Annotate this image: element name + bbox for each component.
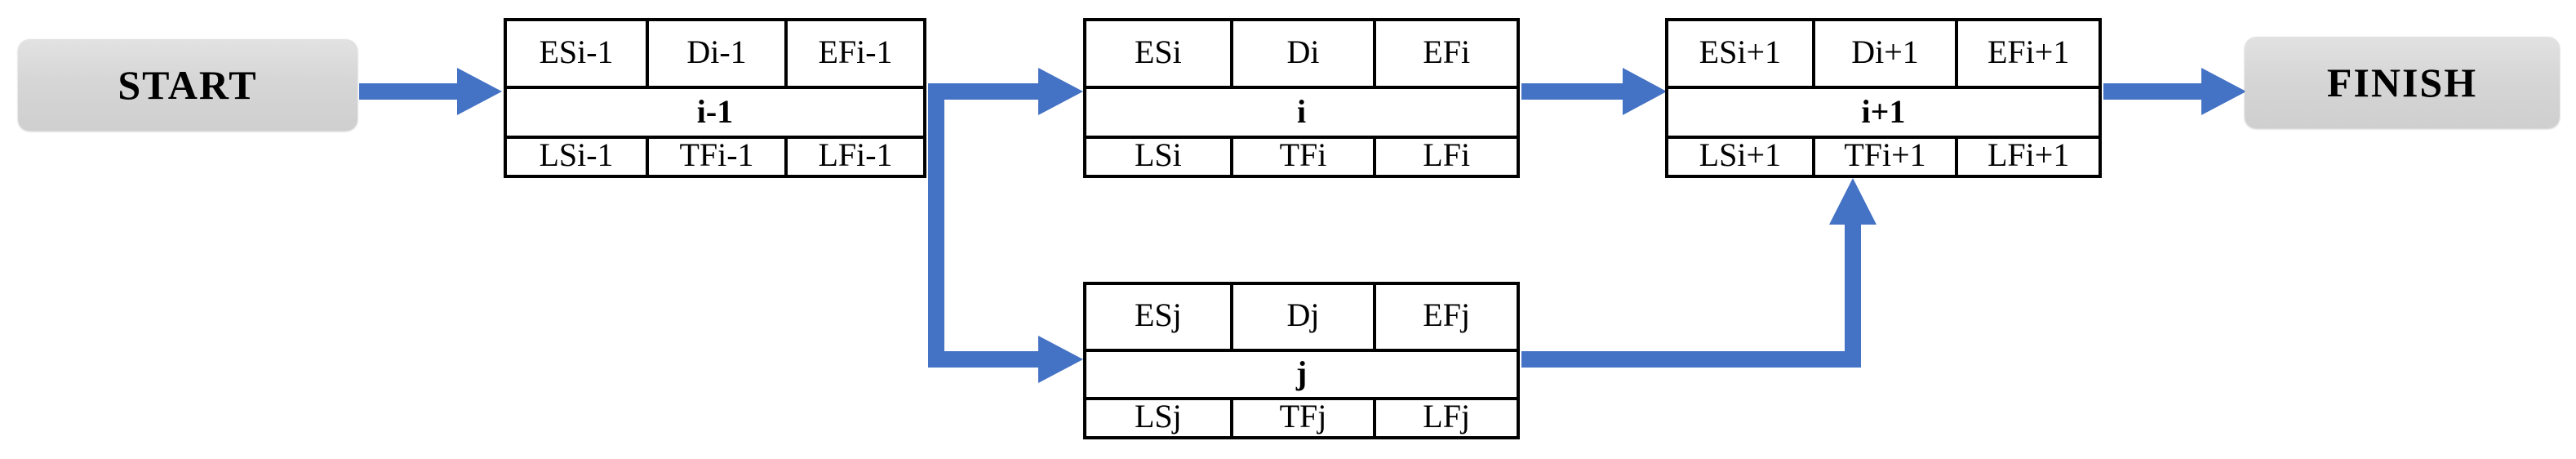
early-finish-cell: EFi+1 — [1955, 21, 2099, 87]
duration-cell: Dj — [1229, 285, 1374, 349]
early-start-cell: ESi+1 — [1699, 33, 1782, 70]
node-top-row: ESi-1 Di-1 EFi-1 — [507, 21, 923, 90]
activity-name-cell: j — [1295, 354, 1308, 392]
node-name-row: i+1 — [1668, 89, 2099, 139]
late-finish-cell: LFj — [1373, 400, 1517, 436]
node-name-row: i-1 — [507, 89, 923, 139]
node-name-row: i — [1086, 89, 1517, 139]
total-float-cell: TFi-1 — [646, 139, 784, 175]
arrow-i-to-i+1 — [1521, 68, 1667, 115]
arrow-j-to-i+1 — [1521, 178, 1876, 368]
start-label: START — [118, 62, 258, 108]
node-top-row: ESi Di EFi — [1086, 21, 1517, 90]
activity-name-cell: i+1 — [1861, 92, 1906, 130]
late-start-cell: LSj — [1134, 398, 1182, 434]
node-name-row: j — [1086, 352, 1517, 400]
node-top-row: ESj Dj EFj — [1086, 285, 1517, 352]
early-start-cell: ESi-1 — [539, 33, 614, 70]
node-top-row: ESi+1 Di+1 EFi+1 — [1668, 21, 2099, 90]
node-bottom-row: LSi TFi LFi — [1086, 139, 1517, 175]
activity-name-cell: i-1 — [696, 92, 734, 130]
duration-cell: Di+1 — [1811, 21, 1956, 87]
early-finish-cell: EFj — [1373, 285, 1517, 349]
late-finish-cell: LFi-1 — [784, 139, 923, 175]
activity-node-i-minus-1[interactable]: ESi-1 Di-1 EFi-1 i-1 LSi-1 TFi-1 LFi-1 — [504, 18, 926, 178]
activity-node-i[interactable]: ESi Di EFi i LSi TFi LFi — [1083, 18, 1520, 178]
node-bottom-row: LSj TFj LFj — [1086, 400, 1517, 436]
arrow-i+1-to-finish — [2103, 68, 2246, 115]
activity-name-cell: i — [1296, 92, 1307, 130]
total-float-cell: TFi — [1229, 139, 1374, 175]
early-finish-cell: EFi-1 — [784, 21, 923, 87]
total-float-cell: TFi+1 — [1811, 139, 1956, 175]
late-finish-cell: LFi+1 — [1955, 139, 2099, 175]
arrow-i-1-split-to-i-and-j — [928, 68, 1083, 383]
duration-cell: Di-1 — [646, 21, 784, 87]
node-bottom-row: LSi-1 TFi-1 LFi-1 — [507, 139, 923, 175]
late-finish-cell: LFi — [1373, 139, 1517, 175]
finish-terminator[interactable]: FINISH — [2245, 37, 2560, 128]
finish-label: FINISH — [2326, 60, 2478, 105]
activity-node-j[interactable]: ESj Dj EFj j LSj TFj LFj — [1083, 282, 1520, 439]
start-terminator[interactable]: START — [18, 39, 358, 131]
early-finish-cell: EFi — [1373, 21, 1517, 87]
arrow-start-to-i-1 — [359, 68, 502, 115]
late-start-cell: LSi-1 — [539, 136, 614, 173]
node-bottom-row: LSi+1 TFi+1 LFi+1 — [1668, 139, 2099, 175]
early-start-cell: ESi — [1134, 33, 1182, 70]
late-start-cell: LSi — [1134, 136, 1182, 173]
late-start-cell: LSi+1 — [1699, 136, 1782, 173]
duration-cell: Di — [1229, 21, 1374, 87]
early-start-cell: ESj — [1134, 296, 1182, 333]
total-float-cell: TFj — [1229, 400, 1374, 436]
activity-node-i-plus-1[interactable]: ESi+1 Di+1 EFi+1 i+1 LSi+1 TFi+1 LFi+1 — [1665, 18, 2102, 178]
